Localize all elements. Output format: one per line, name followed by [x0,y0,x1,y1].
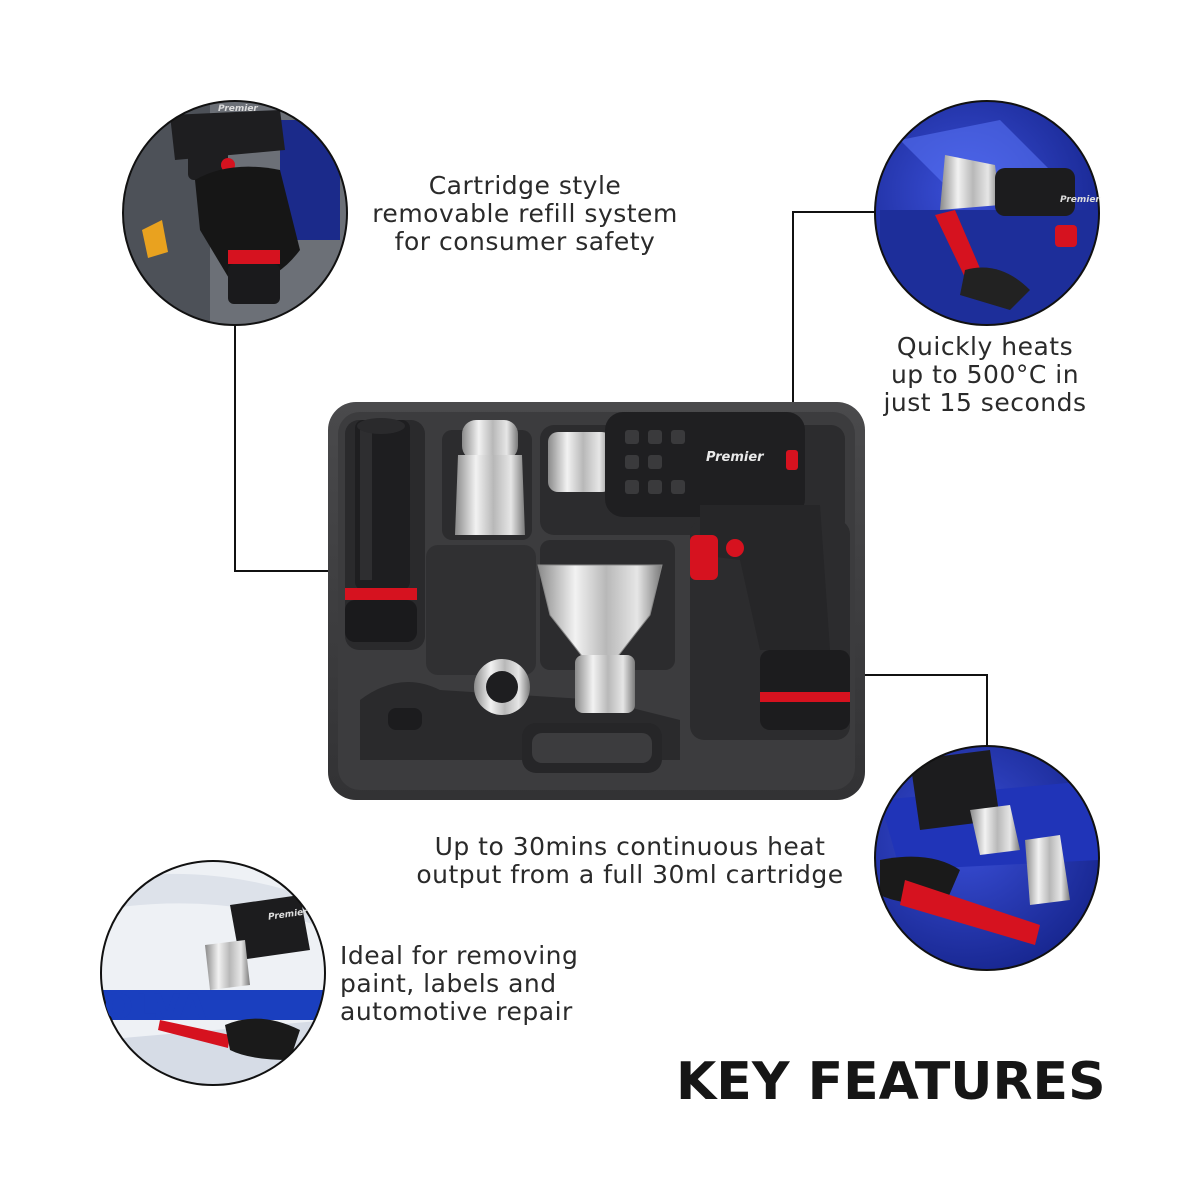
feature-uses-line-1: Ideal for removing [340,941,579,970]
feature-runtime-line-2: output from a full 30ml cartridge [416,860,844,889]
feature-heat-line-3: just 15 seconds [883,388,1087,417]
thumbnail-paint-removal [100,860,326,1086]
feature-runtime-text: Up to 30mins continuous heat output from… [385,833,875,889]
feature-cartridge-text: Cartridge style removable refill system … [300,172,750,256]
feature-cartridge-line-3: for consumer safety [394,227,656,256]
feature-cartridge-line-1: Cartridge style [428,171,622,200]
heat-gun [548,412,850,730]
product-brand-label: Premier [706,450,764,465]
feature-heat-line-2: up to 500°C in [890,360,1080,389]
feature-uses-line-3: automotive repair [340,997,573,1026]
spreader-nozzle-small [455,420,525,535]
feature-heat-line-1: Quickly heats [896,332,1074,361]
connector-line-runtime [828,674,988,746]
spreader-nozzle-large [537,564,663,713]
feature-runtime-line-1: Up to 30mins continuous heat [434,832,826,861]
key-features-heading: KEY FEATURES [676,1052,1106,1112]
thumbnail-tr-brand: Premier [1060,195,1100,205]
thumbnail-tl-brand: Premier [218,104,258,114]
nozzle-ring [474,659,530,715]
thumbnail-heat-gun-scraper [874,100,1100,326]
thumbnail-bl-van-lettering: OLVA [104,987,209,1027]
feature-uses-line-2: paint, labels and [340,969,557,998]
feature-uses-text: Ideal for removing paint, labels and aut… [340,942,620,1026]
gas-cartridge [345,418,417,642]
feature-cartridge-line-2: removable refill system [372,199,678,228]
feature-heat-text: Quickly heats up to 500°C in just 15 sec… [870,333,1100,417]
connector-line-cartridge [234,325,368,572]
thumbnail-continuous-heat [874,745,1100,971]
